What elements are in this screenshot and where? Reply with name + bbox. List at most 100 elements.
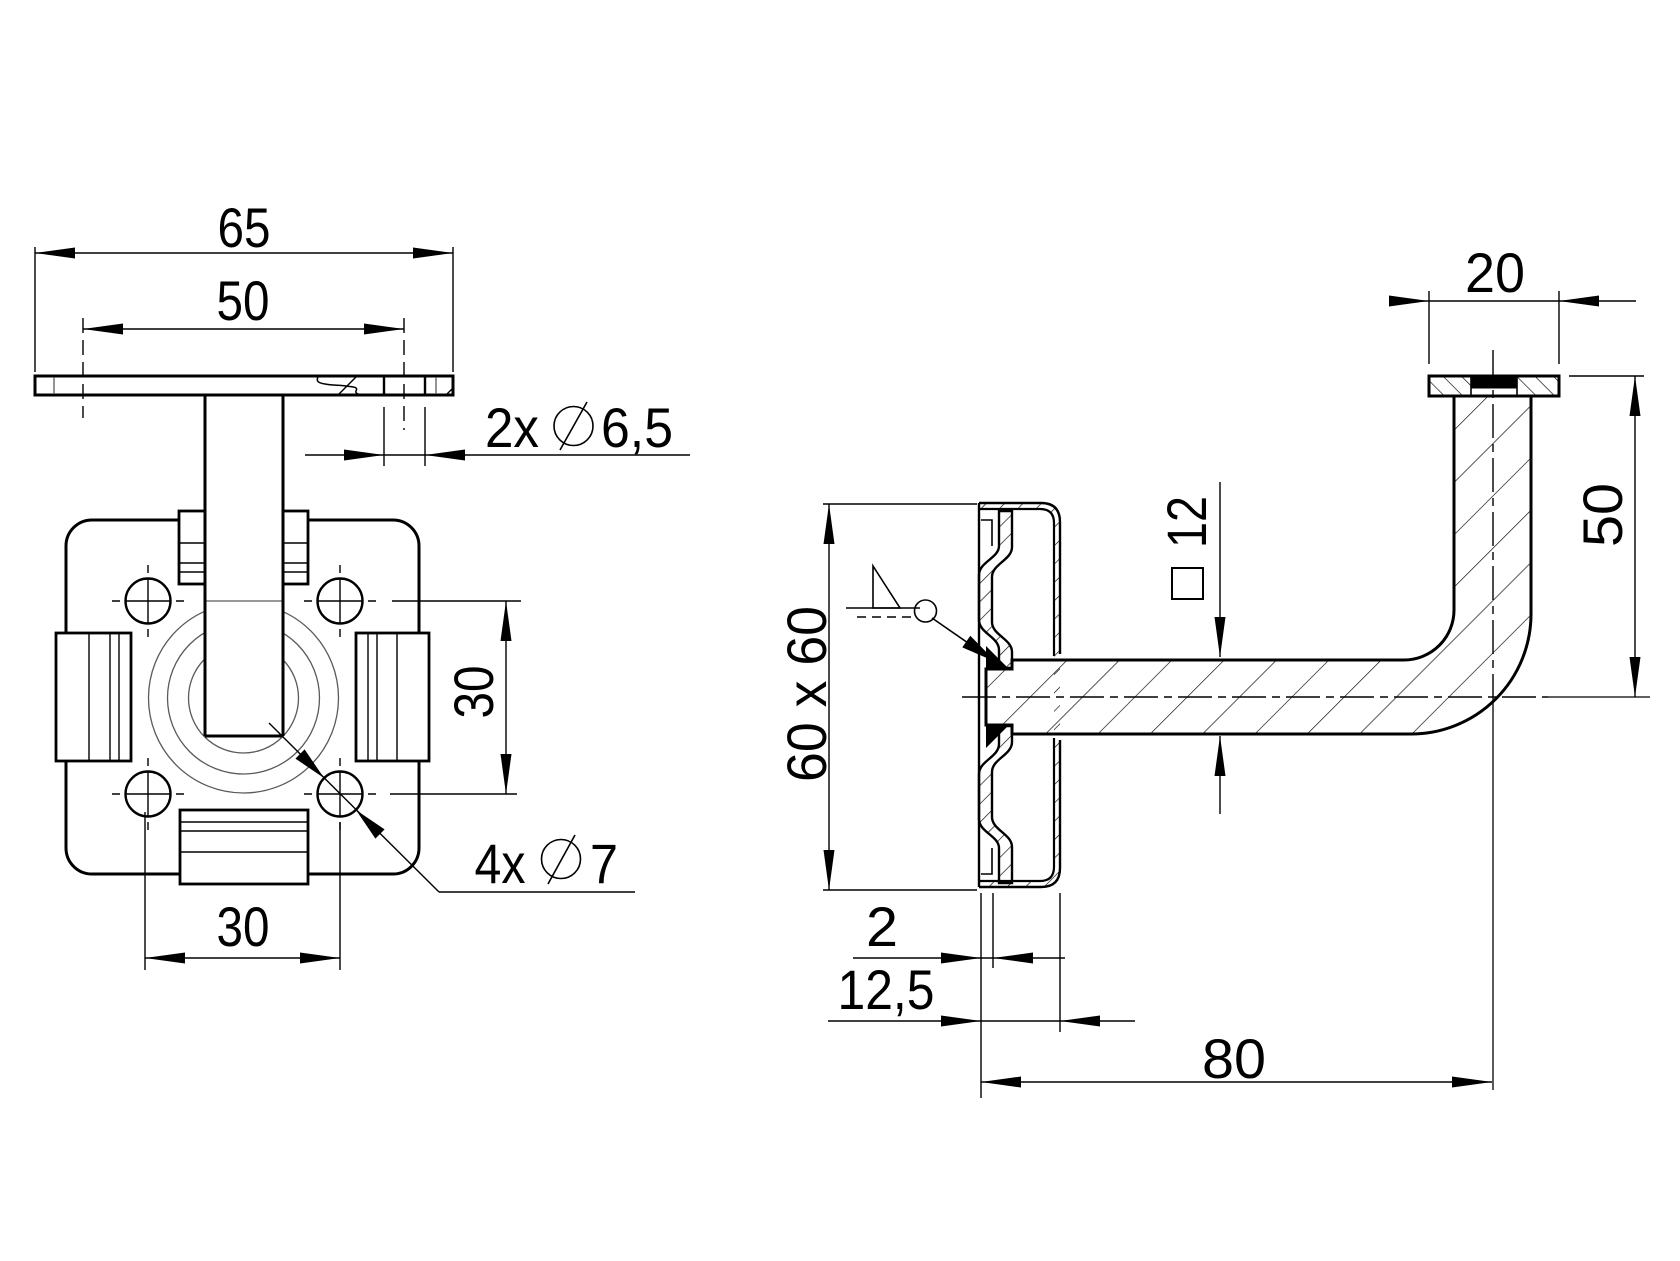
- dim-60x60-lines: [823, 503, 977, 891]
- arrowhead: [1452, 1076, 1492, 1088]
- saddle-hatch-right: [1517, 376, 1559, 396]
- dim-label-30-v: 30: [442, 666, 505, 719]
- arrowhead: [83, 323, 123, 335]
- arrowhead: [344, 449, 384, 461]
- dim-plate-depth-12_5: 12,5: [828, 893, 1135, 1032]
- dim-sheet-thickness-2: 2: [853, 893, 1065, 1098]
- weld-all-around-circle-icon: [913, 599, 938, 623]
- weld-fillet-bottom: [986, 724, 1010, 748]
- top-plate-outline: [33, 374, 455, 397]
- square-symbol-icon: [1171, 567, 1204, 600]
- sheet-band-bottom: [977, 724, 1014, 885]
- weld-symbol: [846, 563, 996, 662]
- dim-hole-spacing-50: 50: [82, 269, 405, 430]
- dim-50-lines: [82, 318, 405, 430]
- fillet-weld-triangle-icon: [872, 563, 902, 609]
- arrowhead: [500, 754, 512, 794]
- dim-arm-height-50: 50: [1569, 375, 1644, 697]
- dim-plate-size-60x60: 60 x 60: [775, 503, 977, 891]
- dim-label-2: 2: [866, 895, 898, 958]
- top-plate: [33, 374, 455, 397]
- diameter-icon: [540, 834, 582, 885]
- dim-label-30-h: 30: [217, 895, 270, 958]
- arrowhead: [823, 850, 835, 890]
- arrowhead: [295, 749, 324, 778]
- dim-hole-spacing-h-30: 30: [144, 812, 341, 970]
- front-view: 65 50 2x: [33, 196, 690, 970]
- tab-bottom: [178, 808, 310, 886]
- dim-label-80: 80: [1202, 1027, 1266, 1090]
- wall-plate-sheet-section: [977, 509, 1014, 885]
- arrowhead: [1060, 1015, 1100, 1027]
- arrowhead: [500, 601, 512, 641]
- dim-arm-length-80: 80: [981, 1027, 1492, 1090]
- tab-left-bend-lines: [88, 634, 120, 760]
- dim-saddle-width-20: 20: [1389, 241, 1636, 364]
- square-bar: [984, 394, 1533, 736]
- tab-right: [354, 631, 431, 763]
- tab-right-bend-lines: [367, 634, 398, 760]
- stem-fill: [206, 396, 282, 735]
- arrowhead: [35, 247, 75, 259]
- arrowhead: [941, 1015, 981, 1027]
- square-bar-section: [984, 394, 1533, 736]
- dim-top-holes-2x6_5: 2x 6,5: [305, 396, 690, 466]
- weld-fillet-top: [986, 646, 1010, 670]
- saddle-outline: [1427, 374, 1561, 398]
- dim-label-60x60: 60 x 60: [775, 606, 838, 782]
- arrowhead: [356, 810, 385, 839]
- dim-label-50: 50: [217, 269, 270, 332]
- leader-wall-holes-4x7: 4x 7: [268, 722, 635, 895]
- sheet-rim-step-bottom: [981, 848, 993, 875]
- dim-hole-spacing-v-30: 30: [390, 600, 521, 795]
- arrowhead: [425, 449, 465, 461]
- tab-right-outline: [354, 631, 431, 763]
- arrowhead: [1559, 295, 1599, 307]
- dim-65-lines: [34, 247, 454, 372]
- centerlines: [962, 350, 1650, 1090]
- arrowhead: [823, 504, 835, 544]
- tab-bottom-bend-lines: [181, 821, 307, 853]
- breakout-hatch-line-corner: [445, 387, 454, 396]
- arrowhead: [1214, 736, 1226, 776]
- arrowhead: [145, 952, 185, 964]
- dim-overall-width-65: 65: [34, 196, 454, 372]
- dim-label-6_5: 6,5: [601, 396, 673, 459]
- saddle-hatch-left: [1429, 376, 1471, 396]
- tab-left-outline: [54, 631, 133, 763]
- dim-label-4x: 4x: [475, 832, 526, 895]
- break-line: [316, 376, 362, 396]
- side-view: 20 50 12: [775, 241, 1650, 1098]
- leader-lines: [268, 722, 635, 893]
- sheet-rim-step-top: [981, 519, 993, 546]
- sheet-band-top: [977, 509, 1014, 670]
- dim-label-65: 65: [218, 196, 271, 259]
- arrowhead: [1629, 376, 1641, 416]
- tab-left: [54, 631, 133, 763]
- diameter-icon: [553, 401, 594, 451]
- arrowhead: [1629, 657, 1641, 697]
- arrowhead: [1214, 617, 1226, 657]
- arrowhead: [364, 323, 404, 335]
- dim-50-side-lines: [1569, 375, 1644, 697]
- arrowhead: [413, 247, 453, 259]
- cap-inner-line: [979, 507, 1056, 883]
- dim-label-12_5: 12,5: [838, 958, 935, 1021]
- stem: [203, 395, 285, 738]
- stem-outline: [203, 395, 285, 738]
- dim-label-12: 12: [1155, 496, 1218, 548]
- dim-label-2x: 2x: [485, 396, 539, 459]
- dim-bar-section-12: 12: [1155, 482, 1226, 814]
- dim-label-50-side: 50: [1571, 483, 1634, 547]
- breakout-hatch-line: [337, 376, 357, 396]
- arrowhead: [941, 952, 981, 964]
- arrowhead: [993, 952, 1033, 964]
- arrowhead: [300, 952, 340, 964]
- dim-label-20: 20: [1465, 241, 1525, 304]
- arrowhead: [1389, 295, 1429, 307]
- saddle-weld-section: [1471, 376, 1517, 389]
- dim-label-7: 7: [590, 832, 618, 895]
- arrowhead: [962, 635, 996, 662]
